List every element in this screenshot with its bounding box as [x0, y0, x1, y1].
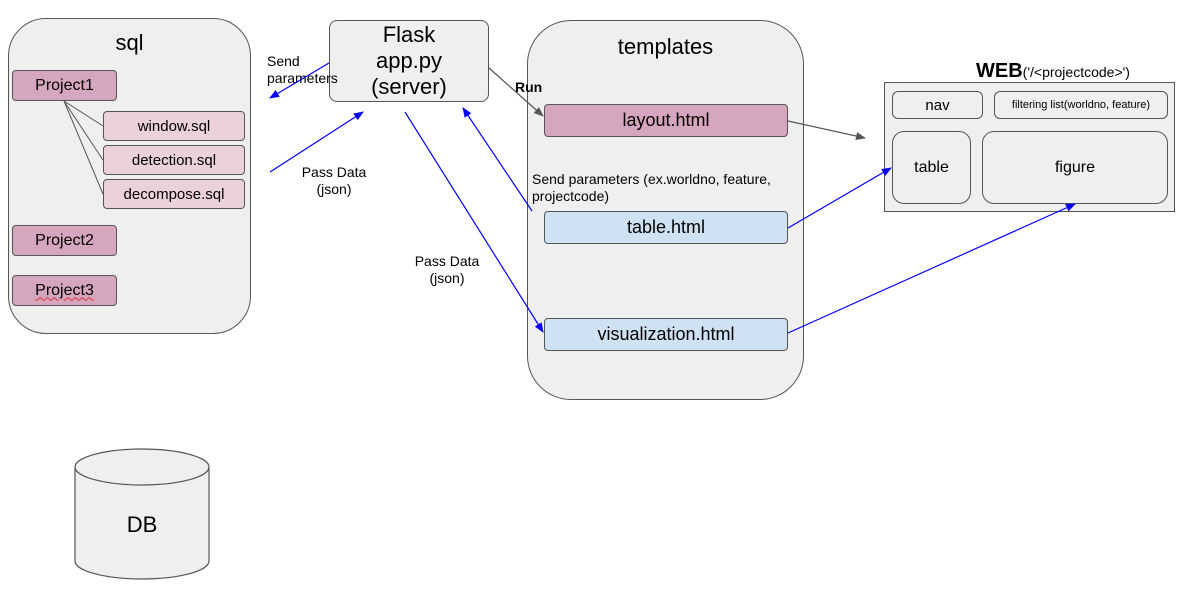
window-sql-box: window.sql	[103, 111, 245, 141]
flask-line3: (server)	[371, 74, 447, 99]
table-html-box: table.html	[544, 211, 788, 244]
pass-data-label-2: Pass Data (json)	[414, 253, 480, 286]
run-label: Run	[515, 79, 543, 95]
layout-html-box: layout.html	[544, 104, 788, 137]
tree-line-detection	[63, 100, 104, 161]
send-parameters-label: Send parameters	[267, 53, 338, 86]
project3-box: Project3	[12, 275, 117, 306]
web-table-box: table	[892, 131, 971, 204]
visualization-html-box: visualization.html	[544, 318, 788, 351]
project1-box: Project1	[12, 70, 117, 101]
flask-box: Flask app.py (server)	[329, 20, 489, 102]
web-nav-box: nav	[892, 91, 983, 119]
decompose-sql-box: decompose.sql	[103, 179, 245, 209]
db-label: DB	[126, 512, 158, 537]
arrow-sql-to-flask	[269, 111, 364, 173]
send-parameters-long-label: Send parameters (ex.worldno, feature, pr…	[532, 171, 771, 204]
web-figure-box: figure	[982, 131, 1168, 204]
arrow-table-to-web-table	[787, 167, 892, 229]
flask-line1: Flask	[382, 22, 436, 47]
web-title: WEB	[976, 60, 1023, 82]
sql-title: sql	[115, 30, 144, 55]
tree-line-window	[63, 100, 104, 127]
web-route: ('/<projectcode>')	[1022, 64, 1130, 80]
arrow-table-to-flask	[462, 107, 533, 212]
arrow-flask-to-sql	[269, 62, 330, 99]
arrow-flask-to-visualization	[404, 111, 544, 333]
arrow-flask-to-layout	[488, 67, 544, 117]
templates-title: templates	[617, 34, 714, 59]
web-title-row: WEB('/<projectcode>')	[976, 60, 1130, 83]
db-cylinder	[74, 448, 210, 580]
arrow-layout-to-web	[787, 120, 866, 140]
arrow-visualization-to-web-figure	[787, 203, 1076, 334]
flask-line2: app.py	[375, 48, 443, 73]
detection-sql-box: detection.sql	[103, 145, 245, 175]
tree-line-decompose	[63, 100, 104, 195]
web-filter-box: filtering list(worldno, feature)	[994, 91, 1168, 119]
project2-box: Project2	[12, 225, 117, 256]
pass-data-label-1: Pass Data (json)	[301, 164, 367, 197]
